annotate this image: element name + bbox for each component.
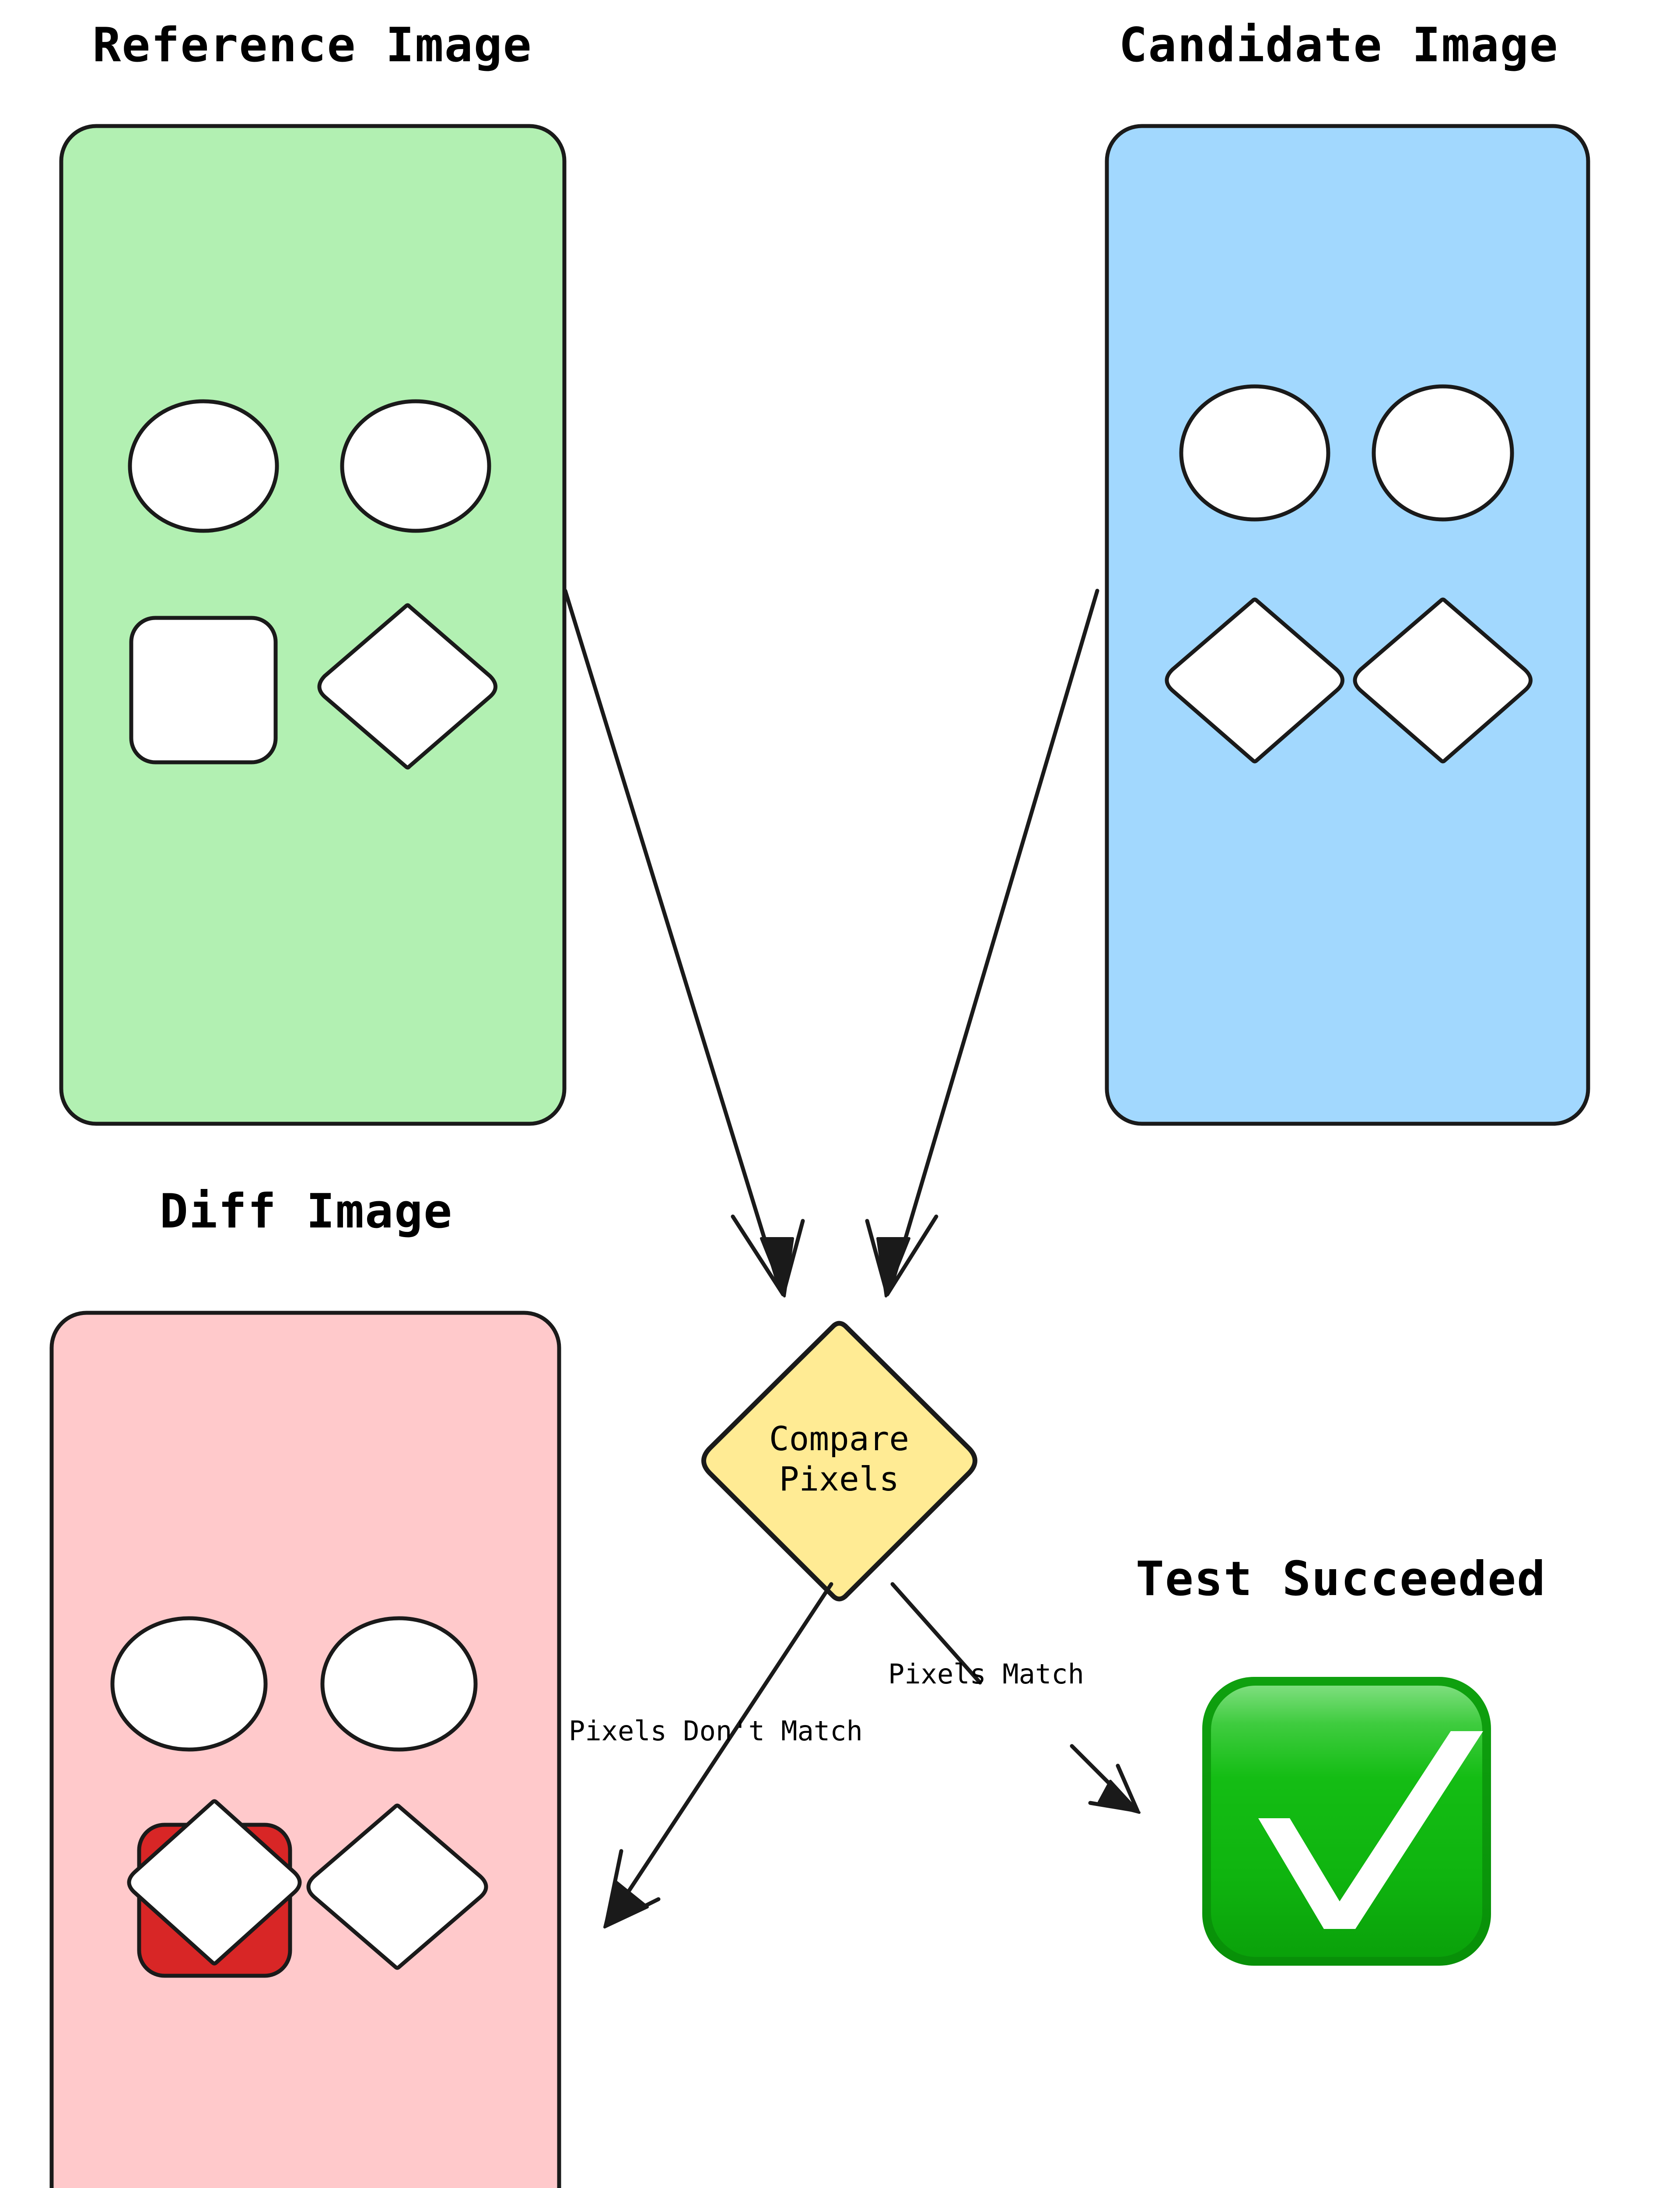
reference-shape-rounded-square — [129, 616, 278, 764]
diff-panel-body — [49, 1311, 561, 2188]
compare-pixels-node[interactable]: Compare Pixels — [701, 1321, 977, 1602]
reference-shape-circle-1 — [128, 399, 279, 533]
edge-reference-to-compare — [563, 589, 805, 1297]
compare-pixels-label-line1: Compare — [769, 1419, 909, 1458]
edge-reference-to-compare-line — [563, 589, 780, 1284]
compare-pixels-label-line2: Pixels — [779, 1459, 900, 1498]
test-succeeded-title: Test Succeeded — [1136, 1552, 1546, 1606]
check-mark-icon — [1202, 1677, 1491, 1966]
reference-image-panel: Reference Image — [59, 18, 567, 1126]
candidate-shape-circle-1 — [1179, 384, 1330, 522]
diff-overlap-white-diamond — [127, 1799, 302, 1966]
candidate-shape-diamond-1 — [1165, 597, 1344, 764]
check-mark-icon-glyph — [1258, 1731, 1483, 1929]
edge-candidate-to-compare-line — [890, 589, 1099, 1284]
edge-compare-to-success-label: Pixels Match — [888, 1658, 1084, 1690]
candidate-image-panel: Candidate Image — [1105, 18, 1590, 1126]
test-succeeded-node: Test Succeeded — [1136, 1552, 1546, 1966]
diff-shape-circle-2 — [320, 1616, 478, 1752]
candidate-panel-body — [1105, 124, 1590, 1126]
candidate-shape-diamond-2 — [1353, 597, 1533, 764]
reference-shape-circle-2 — [340, 399, 491, 533]
edge-compare-to-diff: Pixels Don't Match — [569, 1582, 863, 1929]
edge-compare-to-diff-arrowtip — [603, 1880, 649, 1929]
edge-compare-to-success-arrowtip — [1098, 1780, 1141, 1814]
candidate-image-title: Candidate Image — [1119, 18, 1558, 73]
candidate-shape-circle-2 — [1372, 384, 1514, 522]
check-mark-icon-face — [1211, 1686, 1482, 1957]
diff-shape-circle-1 — [110, 1616, 268, 1752]
edge-reference-to-compare-arrowtip — [760, 1237, 794, 1297]
reference-image-title: Reference Image — [92, 18, 532, 73]
diff-image-title: Diff Image — [160, 1184, 453, 1239]
reference-panel-body — [59, 124, 567, 1126]
diff-shape-overlap — [127, 1799, 302, 1978]
edge-compare-to-diff-label: Pixels Don't Match — [569, 1715, 863, 1747]
reference-shape-diamond — [317, 603, 497, 770]
edge-candidate-to-compare — [865, 589, 1099, 1297]
diff-image-panel: Diff Image — [49, 1184, 561, 2188]
compare-pixels-diamond — [701, 1321, 977, 1602]
edge-compare-to-success: Pixels Match — [888, 1582, 1141, 1814]
edge-candidate-to-compare-arrowtip — [876, 1237, 910, 1297]
edge-compare-to-success-line-upper — [890, 1582, 982, 1685]
diff-shape-diamond — [306, 1803, 488, 1970]
edge-compare-to-diff-line — [607, 1582, 833, 1923]
